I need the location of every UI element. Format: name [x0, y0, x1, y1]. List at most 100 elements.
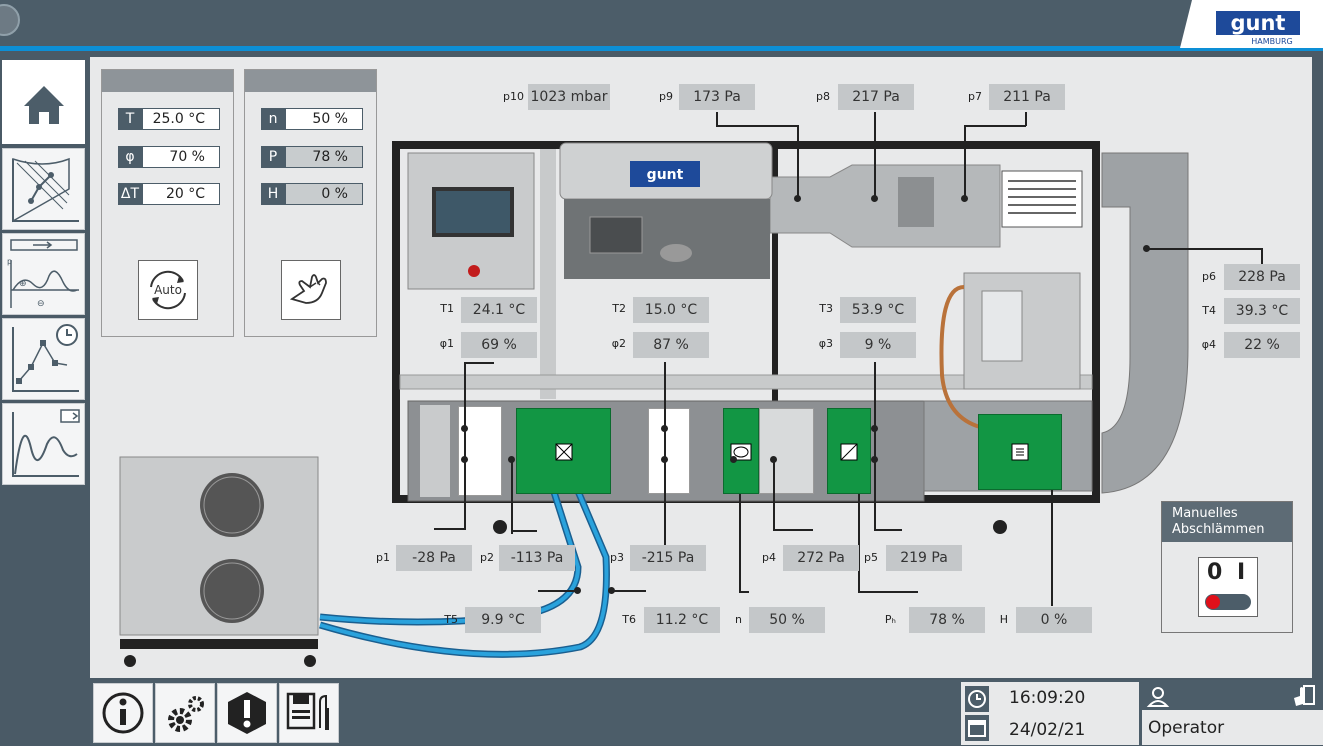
clock-panel: 16:09:20 24/02/21: [961, 682, 1139, 745]
logo-text: gunt: [1231, 11, 1286, 35]
p9-label: p9: [659, 90, 673, 103]
setpoint-phi-label: φ: [118, 146, 142, 168]
switch-on-label: I: [1237, 560, 1246, 585]
nav-time-chart-button[interactable]: [2, 318, 85, 400]
p4-label: p4: [762, 551, 776, 564]
p1-label: p1: [376, 551, 390, 564]
setpoint-p-value: 78 %: [285, 146, 363, 168]
info-icon: [102, 692, 144, 734]
p10-label: p10: [503, 90, 524, 103]
heat-exchanger-icon: [555, 443, 573, 461]
cooling-coil[interactable]: [723, 408, 759, 494]
p7-label: p7: [968, 90, 982, 103]
ph-label: Pₕ: [884, 613, 896, 626]
switch-off-label: 0: [1207, 560, 1223, 585]
phi4-value: 22 %: [1224, 332, 1300, 358]
manual-blowdown-panel: Manuelles Abschlämmen 0 I: [1161, 501, 1293, 633]
hand-icon: [289, 274, 327, 304]
setpoint-delta-t-input[interactable]: 20 °C: [142, 183, 220, 205]
h-value: 0 %: [1016, 607, 1092, 633]
reheater-coil[interactable]: [827, 408, 871, 494]
svg-text:⊖: ⊖: [37, 299, 45, 309]
phi2-value: 87 %: [633, 332, 709, 358]
setpoint-h-value: 0 %: [285, 183, 363, 205]
n-value: 50 %: [749, 607, 825, 633]
p5-label: p5: [864, 551, 878, 564]
hx-diagram-icon: [12, 157, 79, 223]
auto-mode-button[interactable]: Auto: [138, 260, 198, 320]
p4-value: 272 Pa: [783, 545, 859, 571]
phi1-value: 69 %: [461, 332, 537, 358]
setpoint-h-label: H: [261, 183, 285, 205]
alarm-button[interactable]: [217, 683, 277, 743]
time-chart-icon: [12, 324, 79, 392]
setpoint-delta-t-label: ΔT: [118, 183, 142, 205]
switch-track: [1205, 594, 1251, 610]
panel-header: [102, 70, 233, 92]
clock-icon: [968, 690, 986, 708]
droplet-separator[interactable]: [648, 408, 690, 494]
p5-value: 219 Pa: [886, 545, 962, 571]
phi1-label: φ1: [439, 337, 454, 350]
top-bar-accent-stripe: [0, 46, 1323, 51]
phi4-label: φ4: [1201, 338, 1216, 351]
settings-button[interactable]: [155, 683, 215, 743]
manual-blowdown-switch[interactable]: 0 I: [1198, 557, 1258, 617]
t5-value: 9.9 °C: [465, 607, 541, 633]
nav-home-button[interactable]: [2, 60, 85, 144]
nav-pressure-profile-button[interactable]: p ⊕ ⊖: [2, 233, 85, 315]
t1-label: T1: [440, 302, 454, 315]
nav-curve-chart-button[interactable]: [2, 403, 85, 485]
p1-value: -28 Pa: [396, 545, 472, 571]
home-icon: [24, 86, 64, 124]
setpoint-panel-climate: T 25.0 °C φ 70 % ΔT 20 °C Auto: [101, 69, 234, 337]
p10-value: 1023 mbar: [528, 84, 610, 110]
setpoint-n-label: n: [261, 108, 285, 130]
reheater-housing: [759, 408, 814, 494]
heater-icon: [840, 443, 858, 461]
setpoint-panel-actuators: n 50 % P 78 % H 0 %: [244, 69, 377, 337]
manual-blowdown-title: Manuelles Abschlämmen: [1162, 502, 1292, 542]
user-panel[interactable]: Operator: [1142, 682, 1323, 745]
t6-value: 11.2 °C: [644, 607, 720, 633]
p3-value: -215 Pa: [630, 545, 706, 571]
save-data-icon: [286, 692, 329, 730]
p8-label: p8: [816, 90, 830, 103]
setpoint-n-input[interactable]: 50 %: [285, 108, 363, 130]
n-label: n: [735, 613, 742, 626]
t4-label: T4: [1202, 304, 1216, 317]
h-label: H: [999, 613, 1008, 626]
phi3-label: φ3: [818, 337, 833, 350]
nav-hx-diagram-button[interactable]: [2, 148, 85, 230]
setpoint-phi-input[interactable]: 70 %: [142, 146, 220, 168]
p8-value: 217 Pa: [838, 84, 914, 110]
user-name: Operator: [1148, 718, 1225, 738]
p3-label: p3: [610, 551, 624, 564]
svg-text:p: p: [7, 257, 12, 266]
t5-label: T5: [444, 613, 458, 626]
setpoint-p-label: P: [261, 146, 285, 168]
current-time: 16:09:20: [1009, 688, 1086, 708]
plant-schematic: gunt: [119, 141, 1189, 667]
p9-value: 173 Pa: [679, 84, 755, 110]
data-logging-button[interactable]: [279, 683, 339, 743]
auto-label: Auto: [154, 283, 182, 297]
manual-mode-button[interactable]: [281, 260, 341, 320]
p6-value: 228 Pa: [1224, 264, 1300, 290]
calendar-icon: [968, 720, 986, 737]
setpoint-t-input[interactable]: 25.0 °C: [142, 108, 220, 130]
touch-device-icon: [1294, 685, 1315, 706]
user-icon: [1146, 687, 1170, 707]
p7-value: 211 Pa: [989, 84, 1065, 110]
humidifier-icon: [1011, 443, 1029, 461]
preheater-coil[interactable]: [516, 408, 611, 494]
t2-value: 15.0 °C: [633, 297, 709, 323]
p6-label: p6: [1202, 270, 1216, 283]
t3-label: T3: [819, 302, 833, 315]
p2-value: -113 Pa: [499, 545, 575, 571]
curve-chart-icon: [12, 409, 80, 477]
warning-icon: [228, 692, 266, 734]
info-button[interactable]: [93, 683, 153, 743]
unit-logo-text: gunt: [647, 167, 684, 183]
humidifier-unit[interactable]: [978, 414, 1062, 490]
